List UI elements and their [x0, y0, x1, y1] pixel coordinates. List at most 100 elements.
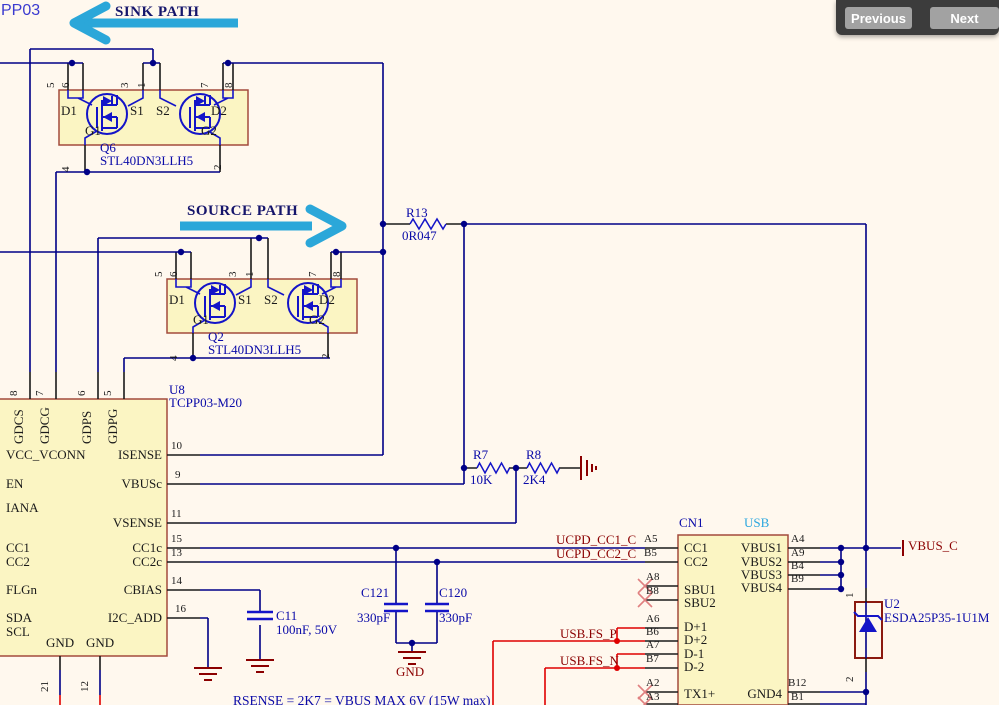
pin-name: VCC_VCONN — [6, 447, 86, 462]
pin-number: 7 — [199, 82, 211, 89]
pin-number: 13 — [171, 547, 182, 559]
pin-number: B5 — [644, 547, 657, 559]
pin-number: 4 — [60, 166, 72, 173]
pin-number: B4 — [791, 560, 804, 572]
pin-number: A7 — [646, 639, 660, 651]
pin-name: SBU2 — [684, 595, 716, 610]
pad-label: S2 — [264, 292, 278, 307]
pin-number: A3 — [646, 691, 660, 703]
pad-label: S1 — [130, 103, 144, 118]
pin-name: TX1+ — [684, 686, 716, 701]
r8-value: 2K4 — [523, 472, 546, 487]
net-label-ucpd-cc1: UCPD_CC1_C — [556, 532, 637, 547]
pin-number: 11 — [171, 508, 182, 520]
u2-part: ESDA25P35-1U1M — [884, 610, 990, 625]
pin-name: D-1 — [684, 646, 705, 661]
pin-number: 3 — [119, 82, 131, 89]
pin-number: 1 — [844, 592, 856, 599]
net-label-vbus-c: VBUS_C — [908, 538, 958, 553]
cn1-body — [677, 534, 789, 705]
c11-ref: C11 — [276, 608, 298, 623]
pin-name: GND4 — [747, 686, 782, 701]
q6-part: STL40DN3LLH5 — [100, 153, 194, 168]
sheet-title: PP03 — [1, 2, 41, 19]
pin-name: VBUS1 — [740, 540, 782, 555]
q2-mosfet-icons — [194, 282, 329, 324]
q6-ref: Q6 — [100, 140, 116, 155]
r8-ref: R8 — [526, 447, 542, 462]
gnd-icons — [194, 651, 426, 681]
pad-label: S2 — [156, 103, 170, 118]
pin-number: 3 — [227, 271, 239, 278]
pin-number: B6 — [646, 626, 659, 638]
previous-button[interactable]: Previous — [845, 7, 912, 29]
pad-label: S1 — [238, 292, 252, 307]
u8-ref: U8 — [169, 382, 185, 397]
pin-name: VBUS2 — [740, 554, 782, 569]
pin-number: 6 — [168, 271, 180, 278]
pin-number: B8 — [646, 585, 659, 597]
pad-label: G2 — [201, 123, 217, 138]
sink-path-label: SINK PATH — [115, 4, 200, 20]
pin-number: 16 — [175, 603, 186, 615]
next-button[interactable]: Next — [930, 7, 999, 29]
u2-tvs-diode-icon — [853, 611, 883, 632]
mosfet-internal-wires — [67, 90, 342, 333]
pin-name: VBUS3 — [740, 567, 782, 582]
pin-name: D-2 — [684, 659, 705, 674]
component-bodies — [0, 89, 883, 705]
pin-stubs — [29, 63, 867, 705]
q2-ref: Q2 — [208, 329, 224, 344]
sink-path-arrow-icon — [69, 1, 238, 45]
pin-name: SCL — [6, 624, 30, 639]
pin-number: 4 — [168, 355, 180, 362]
c11-value: 100nF, 50V — [276, 622, 338, 637]
junction-dots-red — [614, 638, 620, 671]
u8-body — [0, 398, 168, 657]
pin-name: VBUSc — [121, 476, 162, 491]
pin-name: CC1 — [6, 540, 30, 555]
pin-name: GDPG — [105, 408, 120, 444]
pin-name: FLGn — [6, 582, 38, 597]
no-connect-icons — [637, 578, 653, 705]
pin-number: 15 — [171, 533, 182, 545]
r7-ref: R7 — [473, 447, 489, 462]
q6-mosfet-icons — [86, 93, 221, 135]
pin-number: 1 — [244, 271, 256, 278]
pin-name: EN — [6, 476, 24, 491]
pin-number: B1 — [791, 691, 804, 703]
pin-number: A5 — [644, 533, 658, 545]
pin-name: CC2c — [132, 554, 162, 569]
u2-ref: U2 — [884, 596, 900, 611]
c121-ref: C121 — [361, 585, 390, 600]
cn1-ref: CN1 — [679, 515, 704, 530]
pin-name: SDA — [6, 610, 33, 625]
pin-name: I2C_ADD — [107, 610, 162, 625]
source-path-arrow-icon — [180, 204, 347, 248]
pager-panel: Previous Next — [836, 0, 999, 35]
pin-number: 8 — [8, 390, 20, 397]
design-note: RSENSE = 2K7 = VBUS MAX 6V (15W max) — [233, 693, 491, 705]
pin-name: GDCS — [11, 409, 26, 444]
pin-number: 5 — [102, 390, 114, 397]
pin-number: 2 — [844, 676, 856, 683]
pad-label: G1 — [193, 312, 209, 327]
pin-number: A4 — [791, 533, 805, 545]
pin-number: A2 — [646, 677, 660, 689]
pin-number: 14 — [171, 575, 182, 587]
pin-number: 7 — [34, 390, 46, 397]
pin-number: 9 — [175, 469, 181, 481]
pin-name: CC1 — [684, 540, 708, 555]
pin-number: 5 — [45, 82, 57, 89]
pin-name: GDPS — [79, 410, 94, 444]
pin-number: 6 — [60, 82, 72, 89]
pad-label: D1 — [61, 103, 77, 118]
pin-number: B12 — [788, 677, 807, 689]
pin-number: 21 — [39, 681, 51, 692]
usb-data-wires — [59, 627, 645, 705]
pin-name: D+2 — [684, 632, 708, 647]
gnd-alt-icon — [580, 456, 597, 480]
pin-number: B7 — [646, 653, 659, 665]
